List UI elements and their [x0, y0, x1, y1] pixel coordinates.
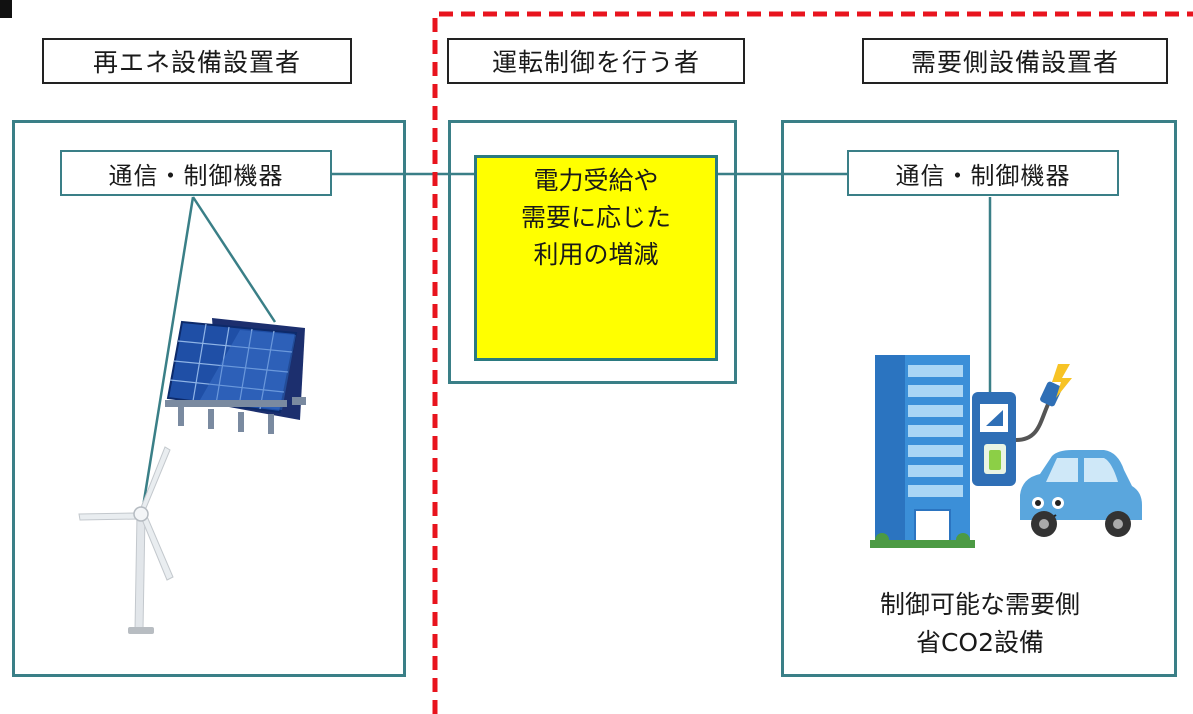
header-operation-controller-label: 運転制御を行う者: [491, 48, 700, 77]
caption-line-1: 制御可能な需要側: [879, 590, 1080, 619]
wind-turbine-icon: [78, 446, 174, 634]
caption-line-2: 省CO2設備: [915, 628, 1045, 657]
renewable-device-label: 通信・制御機器: [108, 161, 284, 190]
ev-charger-icon: [972, 364, 1072, 486]
demand-device-label: 通信・制御機器: [895, 161, 1071, 190]
header-renewable-installer: 再エネ設備設置者: [42, 38, 352, 84]
link-to-turbine: [141, 196, 195, 508]
header-renewable-installer-label: 再エネ設備設置者: [92, 48, 301, 77]
corner-marker: [0, 0, 12, 18]
demand-equipment-caption: 制御可能な需要側 省CO2設備: [840, 586, 1120, 662]
header-demand-installer-label: 需要側設備設置者: [910, 48, 1119, 77]
header-operation-controller: 運転制御を行う者: [447, 38, 745, 84]
electric-car-icon: [1020, 450, 1142, 537]
demand-comm-control-device: 通信・制御機器: [847, 150, 1119, 196]
control-action-line-1: 電力受給や: [533, 166, 659, 195]
control-action-box: 電力受給や 需要に応じた 利用の増減: [474, 155, 718, 361]
header-demand-installer: 需要側設備設置者: [862, 38, 1168, 84]
operator-boundary: [432, 11, 1193, 714]
link-to-solar: [191, 196, 277, 323]
control-action-line-3: 利用の増減: [533, 240, 659, 269]
building-icon: [870, 355, 975, 548]
solar-panel-icon: [165, 318, 306, 434]
control-action-line-2: 需要に応じた: [520, 203, 671, 232]
renewable-comm-control-device: 通信・制御機器: [60, 150, 332, 196]
